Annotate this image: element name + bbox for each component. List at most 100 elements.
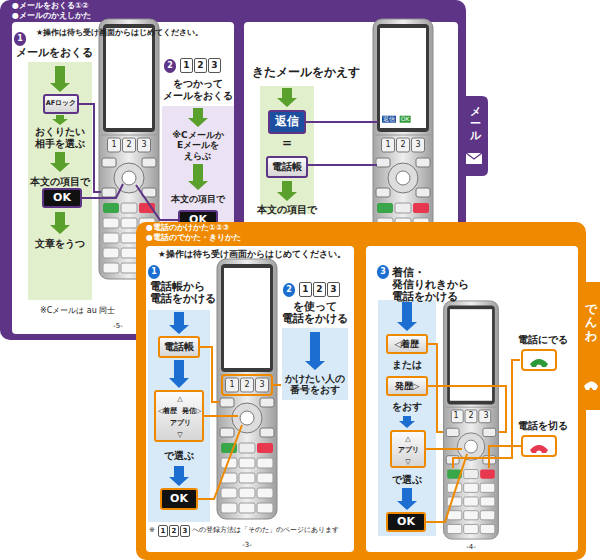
side-tab: メール — [462, 100, 488, 148]
leader-line — [306, 121, 378, 123]
action-label: 電話を切る — [518, 420, 568, 432]
leader-line — [78, 104, 378, 220]
side-tab-shape — [458, 96, 488, 176]
page-ground — [366, 246, 578, 552]
callout-number: 2 — [164, 59, 176, 72]
call-icon — [522, 436, 556, 456]
instruction-text: かけたい人の 番号をおす — [285, 374, 345, 396]
flow-arrow — [188, 108, 208, 127]
flow-arrow — [305, 332, 325, 370]
step-heading: 着信・発信りれきから 電話をかける — [392, 266, 469, 302]
instruction-text: で選ぶ — [164, 450, 194, 462]
leader-line — [453, 360, 520, 468]
instruction-text: または — [392, 360, 422, 371]
side-tab-shape — [466, 153, 482, 159]
box-label: 1 — [151, 267, 157, 276]
button-box: 電話帳 — [266, 156, 308, 178]
leader-line — [198, 425, 242, 499]
box-label: 電話帳 — [272, 162, 302, 173]
leader-line — [428, 386, 506, 432]
step-heading: メールをおくる — [16, 47, 93, 60]
reply-button-box: 返信 — [268, 110, 306, 134]
key-label: 2 — [400, 140, 405, 149]
ok-button-box: OK — [386, 512, 426, 532]
flow-arrow — [169, 466, 189, 486]
call-icon — [522, 350, 556, 370]
step-heading: を使って 電話をかける — [282, 300, 348, 324]
equals-sign: = — [282, 137, 292, 151]
ok-button-box: OK — [42, 188, 82, 208]
page-number: -5- — [113, 322, 123, 330]
phone-illustration — [217, 259, 277, 519]
instruction-text: 本文の項目で — [257, 204, 317, 216]
number-key-box: 2 — [313, 282, 326, 296]
flow-arrow — [50, 66, 70, 92]
callout-number: 1 — [14, 32, 26, 45]
key-label: 2 — [126, 140, 131, 149]
page-number: -3- — [242, 541, 252, 549]
flow-arrow — [169, 302, 417, 510]
key-label: 3 — [259, 380, 264, 389]
box-label: OK — [397, 516, 415, 529]
step-column — [162, 106, 234, 234]
note-text: ※Cメールか Eメールを えらぶ — [172, 130, 223, 161]
callout-number: 2 — [283, 283, 295, 296]
side-tab-shape — [584, 382, 598, 391]
button-box: 電話帳 — [158, 336, 200, 358]
box-label: 1 — [302, 284, 308, 294]
flow-arrow — [50, 152, 70, 172]
arrow-head — [169, 378, 189, 388]
leader-line — [222, 375, 272, 395]
key-label: 1 — [229, 380, 234, 389]
call-icon — [530, 359, 548, 367]
box-label: ▽ — [177, 431, 182, 439]
side-tab-shape — [466, 153, 482, 164]
side-tab-shape — [458, 96, 488, 176]
box-label: 3 — [183, 527, 188, 535]
number-key-box: 1 — [158, 525, 169, 537]
side-tab-shape — [578, 282, 600, 410]
instruction-text: で選ぶ — [392, 474, 422, 486]
nav-key-box: △アプリ▽ — [390, 430, 426, 468]
callout-number: 1 — [148, 265, 160, 278]
step-column — [148, 300, 436, 536]
instruction-text: 文章をうつ — [35, 238, 85, 250]
box-label: △ — [177, 395, 182, 403]
leader-line — [426, 454, 467, 522]
flow-arrow — [397, 302, 417, 331]
box-label: 返信 — [275, 115, 299, 129]
flow-arrow — [277, 181, 297, 201]
ok-button-box: OK — [160, 488, 198, 510]
key-label: 1 — [453, 411, 458, 420]
phone-spread-illustration — [136, 222, 600, 560]
note-text: ※ — [149, 526, 155, 534]
section-header: ●電話のでかた・きりかた — [146, 233, 241, 242]
box-label: アプリ — [170, 419, 191, 427]
box-label: △ — [405, 435, 410, 443]
number-key-box: 1 — [180, 58, 193, 72]
section-header: ●メールのかえしかた — [12, 11, 91, 20]
softkey-label: 返信 — [382, 116, 396, 123]
key-label: 3 — [141, 140, 146, 149]
page-ground — [146, 246, 354, 552]
box-label: 2 — [286, 285, 292, 294]
leader-line — [426, 448, 462, 450]
page-ground — [146, 246, 578, 552]
box-label: アプリ — [398, 446, 419, 454]
box-label: 1 — [183, 60, 189, 70]
flow-arrow — [399, 416, 415, 428]
step-heading: をつかって メールをおくる — [163, 78, 233, 101]
box-label: 1 — [17, 34, 23, 43]
leader-line — [308, 164, 377, 166]
box-label: 発歴▷ — [395, 381, 420, 391]
call-icon — [522, 350, 556, 456]
box-label: OK — [53, 192, 71, 205]
step-column — [28, 62, 92, 300]
number-key-box: 2 — [169, 525, 180, 537]
key-label: 2 — [244, 380, 249, 389]
key-label: 3 — [415, 140, 420, 149]
arrow-shaft — [174, 360, 184, 379]
box-label: でんわ — [585, 303, 597, 343]
page-number: -4- — [466, 543, 476, 551]
